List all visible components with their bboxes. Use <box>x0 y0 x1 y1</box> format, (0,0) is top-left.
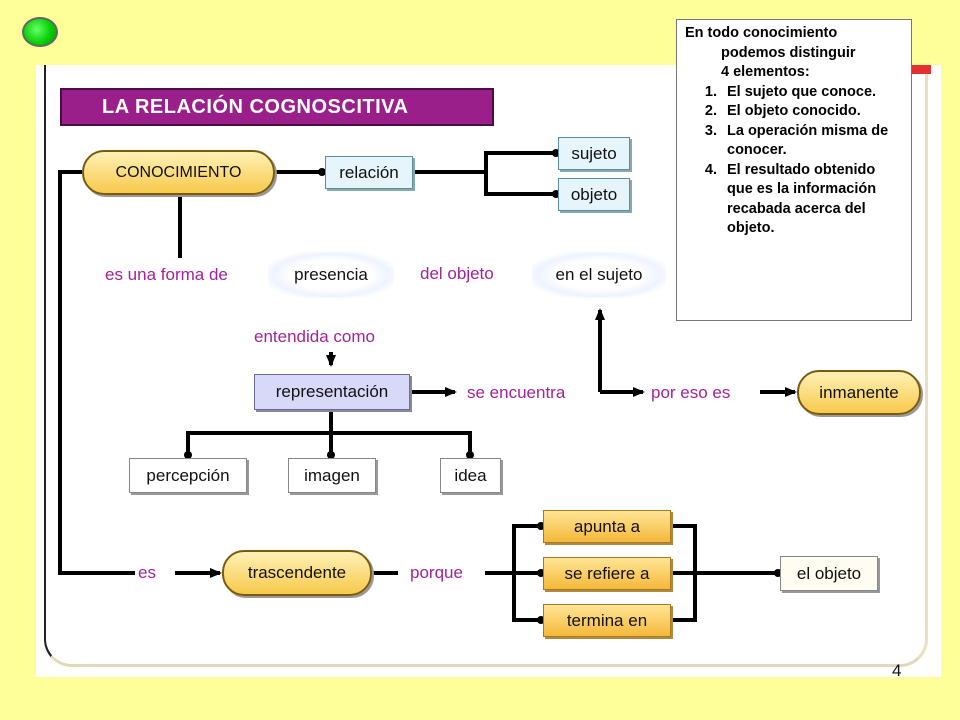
node-objeto: objeto <box>558 178 630 211</box>
note-item: El resultado obtenido que es la informac… <box>721 161 903 239</box>
node-percepcion: percepción <box>129 458 247 493</box>
node-apunta-a: apunta a <box>543 510 671 543</box>
page-number: 4 <box>892 661 902 680</box>
node-conocimiento: CONOCIMIENTO <box>82 150 275 195</box>
link-es: es <box>138 563 156 582</box>
note-box: En todo conocimiento podemos distinguir … <box>676 19 912 321</box>
node-imagen: imagen <box>288 458 376 493</box>
red-corner-tab <box>912 65 931 74</box>
note-item: El sujeto que conoce. <box>721 83 903 103</box>
note-item: La operación misma de conocer. <box>721 122 903 161</box>
node-se-refiere-a: se refiere a <box>543 557 671 590</box>
node-termina-en: termina en <box>543 604 671 637</box>
node-el-objeto: el objeto <box>780 556 878 591</box>
node-relacion: relación <box>325 156 413 189</box>
note-intro: En todo conocimiento podemos distinguir … <box>685 24 903 83</box>
note-item: El objeto conocido. <box>721 102 903 122</box>
node-presencia: presencia <box>268 252 394 298</box>
node-representacion: representación <box>254 374 410 410</box>
note-list: El sujeto que conoce. El objeto conocido… <box>685 83 903 239</box>
node-idea: idea <box>440 458 501 493</box>
diagram-title: LA RELACIÓN COGNOSCITIVA <box>60 88 494 126</box>
node-sujeto: sujeto <box>558 137 630 170</box>
link-entendida-como: entendida como <box>254 327 375 346</box>
green-status-dot <box>22 17 58 47</box>
link-es-una-forma-de: es una forma de <box>105 265 228 284</box>
note-intro-line: En todo conocimiento <box>685 25 838 41</box>
panel-frame <box>44 65 928 667</box>
node-trascendente: trascendente <box>222 550 372 596</box>
note-intro-line: 4 elementos: <box>721 64 810 80</box>
node-en-el-sujeto: en el sujeto <box>532 252 666 298</box>
note-intro-line: podemos distinguir <box>721 44 856 61</box>
link-por-eso-es: por eso es <box>651 383 731 402</box>
link-del-objeto: del objeto <box>420 264 494 283</box>
link-porque: porque <box>410 563 463 582</box>
node-inmanente: inmanente <box>797 370 921 415</box>
link-se-encuentra: se encuentra <box>467 383 566 402</box>
